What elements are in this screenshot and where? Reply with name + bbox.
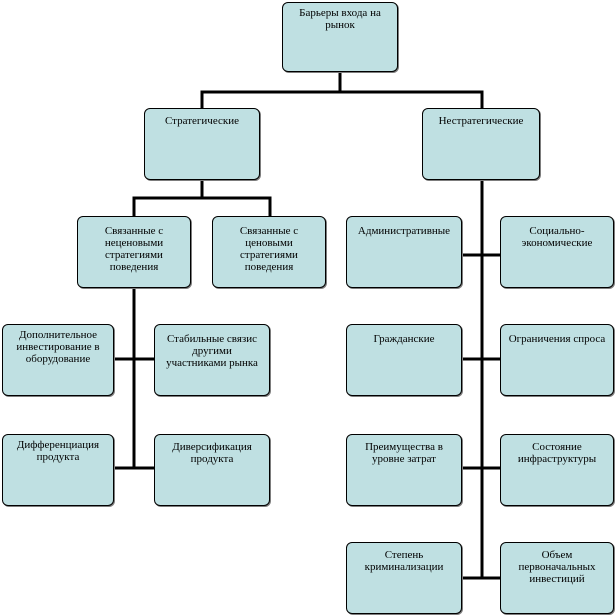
node-additional-investment: Дополнительное инвестирование в оборудов… xyxy=(2,324,114,396)
node-product-differentiation: Дифференциация продукта xyxy=(2,434,114,506)
node-stable-ties: Стабильные связис другими участниками ры… xyxy=(154,324,270,396)
node-socio-economic: Социально- экономические xyxy=(500,216,614,288)
node-product-diversification: Диверсификация продукта xyxy=(154,434,270,506)
node-demand-limits: Ограничения спроса xyxy=(500,324,614,396)
node-non-price-strategies: Связанные с неценовыми стратегиями повед… xyxy=(77,216,191,288)
node-criminalization: Степень криминализации xyxy=(346,542,462,614)
node-nonstrategic: Нестратегические xyxy=(422,108,540,180)
node-cost-advantages: Преимущества в уровне затрат xyxy=(346,434,462,506)
node-price-strategies: Связанные с ценовыми стратегиями поведен… xyxy=(212,216,326,288)
node-strategic: Стратегические xyxy=(144,108,260,180)
node-initial-investment: Объем первоначальных инвестиций xyxy=(500,542,614,614)
node-civil: Гражданские xyxy=(346,324,462,396)
node-root: Барьеры входа на рынок xyxy=(282,2,398,72)
node-administrative: Административные xyxy=(346,216,462,288)
node-infrastructure: Состояние инфраструктуры xyxy=(500,434,614,506)
